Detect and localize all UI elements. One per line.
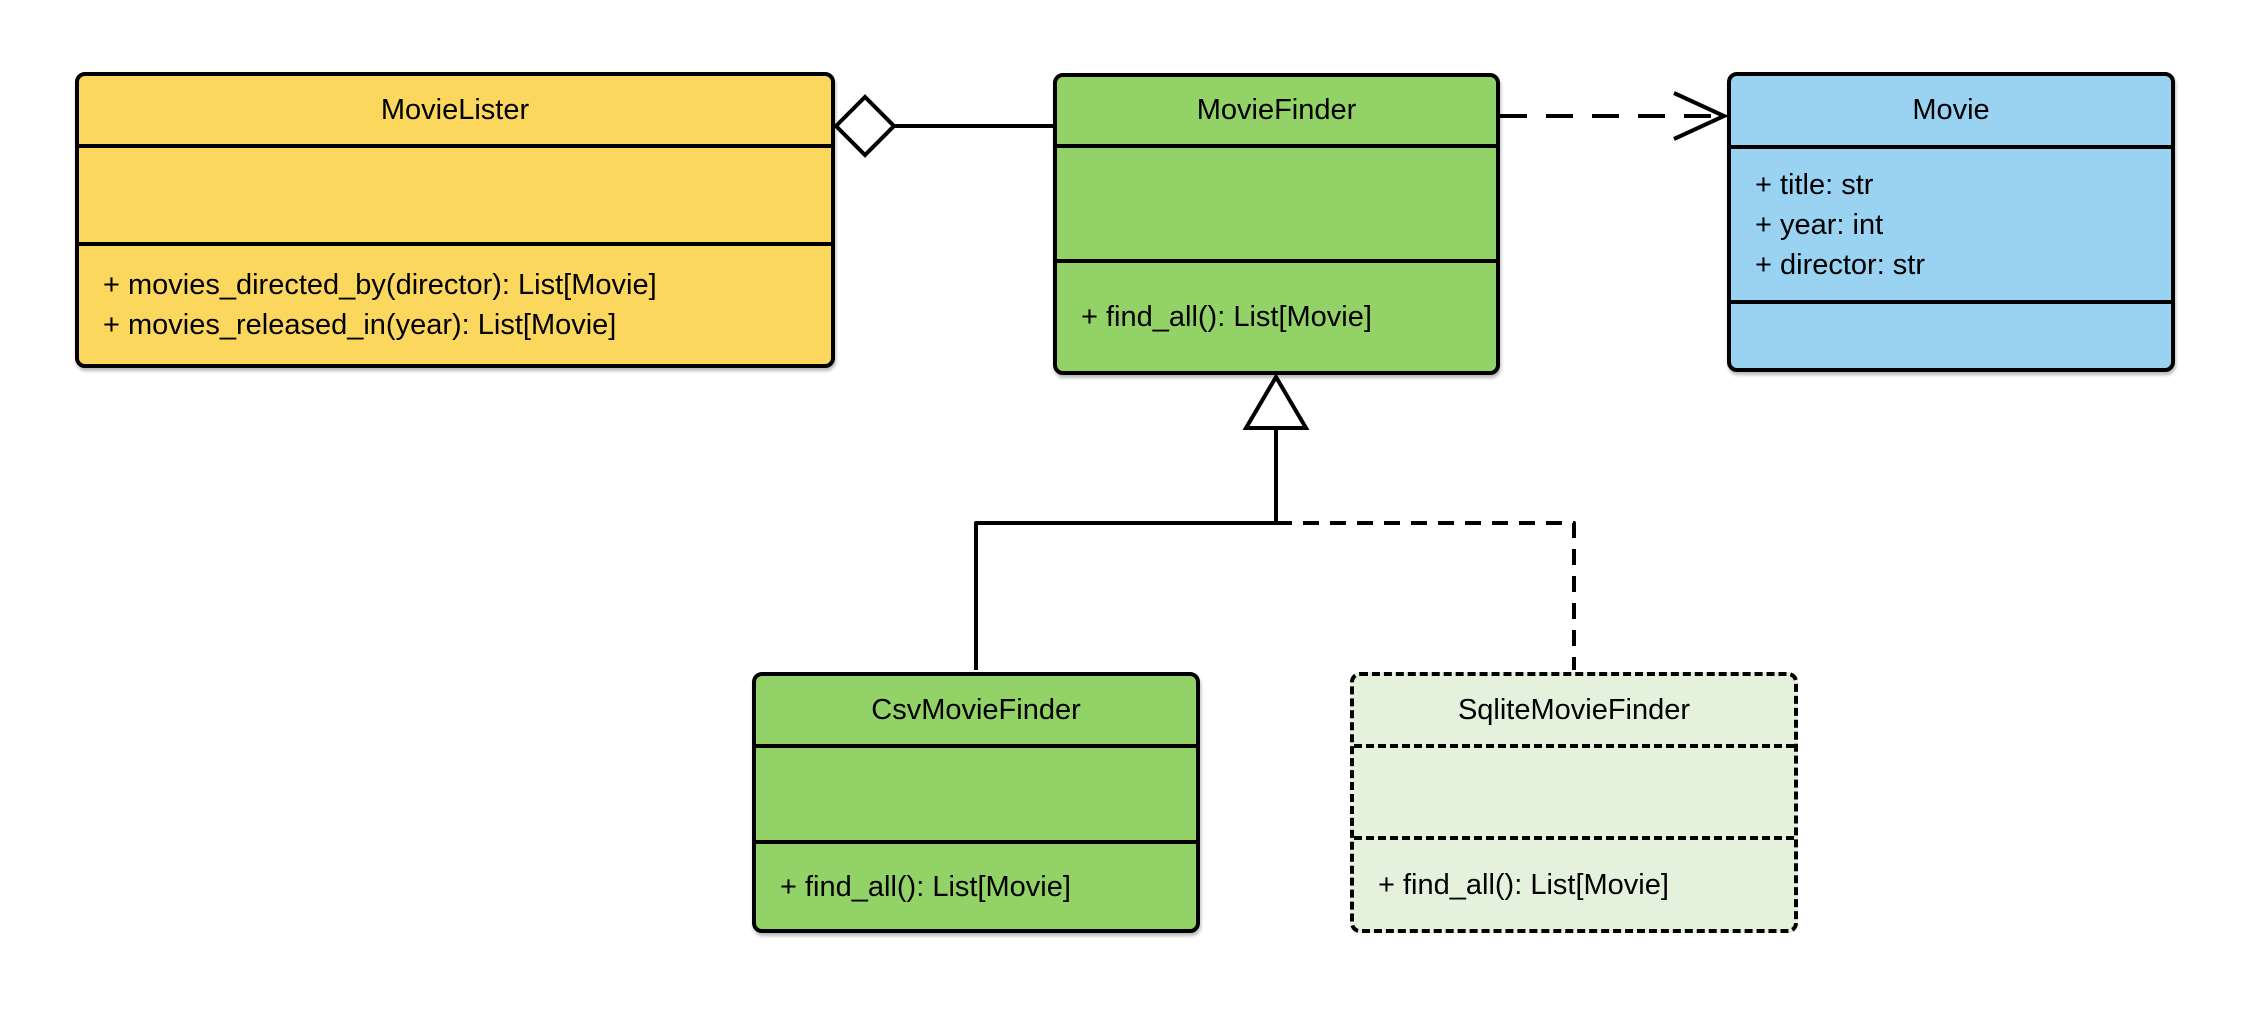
generalization-branch-csv bbox=[974, 521, 1276, 670]
sqlitemoviefinder-title: SqliteMovieFinder bbox=[1457, 693, 1691, 726]
moviefinder-attributes bbox=[1057, 144, 1496, 259]
movie-attribute-0: + title: str bbox=[1755, 168, 1874, 201]
movie-methods bbox=[1731, 300, 2171, 368]
csvmoviefinder-title: CsvMovieFinder bbox=[871, 693, 1081, 726]
movielister-method-0: + movies_directed_by(director): List[Mov… bbox=[103, 269, 657, 301]
csvmoviefinder-attributes bbox=[756, 744, 1196, 840]
sqlitemoviefinder-attributes bbox=[1354, 744, 1794, 836]
generalization-branch-sqlite bbox=[1276, 521, 1576, 670]
sqlitemoviefinder-method-0: + find_all(): List[Movie] bbox=[1378, 868, 1669, 901]
movielister-attributes bbox=[79, 144, 831, 242]
class-box-csvmoviefinder: CsvMovieFinder + find_all(): List[Movie] bbox=[752, 672, 1200, 933]
csvmoviefinder-method-0: + find_all(): List[Movie] bbox=[780, 870, 1071, 903]
generalization-triangle bbox=[1242, 373, 1310, 430]
moviefinder-title: MovieFinder bbox=[1196, 94, 1357, 126]
movie-attribute-2: + director: str bbox=[1755, 248, 1926, 281]
moviefinder-methods: + find_all(): List[Movie] bbox=[1057, 259, 1496, 371]
class-box-movie: Movie + title: str + year: int + directo… bbox=[1727, 72, 2175, 372]
class-box-movielister: MovieLister + movies_directed_by(directo… bbox=[75, 72, 835, 368]
movie-attributes: + title: str + year: int + director: str bbox=[1731, 145, 2171, 300]
movie-title: Movie bbox=[1912, 94, 1990, 126]
movielister-method-1: + movies_released_in(year): List[Movie] bbox=[103, 309, 617, 341]
dependency-arrowhead bbox=[1673, 91, 1729, 141]
csvmoviefinder-methods: + find_all(): List[Movie] bbox=[756, 840, 1196, 929]
movie-attribute-1: + year: int bbox=[1755, 208, 1884, 241]
movielister-methods: + movies_directed_by(director): List[Mov… bbox=[79, 242, 831, 364]
class-box-moviefinder: MovieFinder + find_all(): List[Movie] bbox=[1053, 73, 1500, 375]
moviefinder-method-0: + find_all(): List[Movie] bbox=[1081, 301, 1372, 333]
movielister-title: MovieLister bbox=[380, 93, 530, 126]
class-box-sqlitemoviefinder: SqliteMovieFinder + find_all(): List[Mov… bbox=[1350, 672, 1798, 933]
sqlitemoviefinder-methods: + find_all(): List[Movie] bbox=[1354, 836, 1794, 929]
aggregation-diamond bbox=[833, 94, 897, 158]
